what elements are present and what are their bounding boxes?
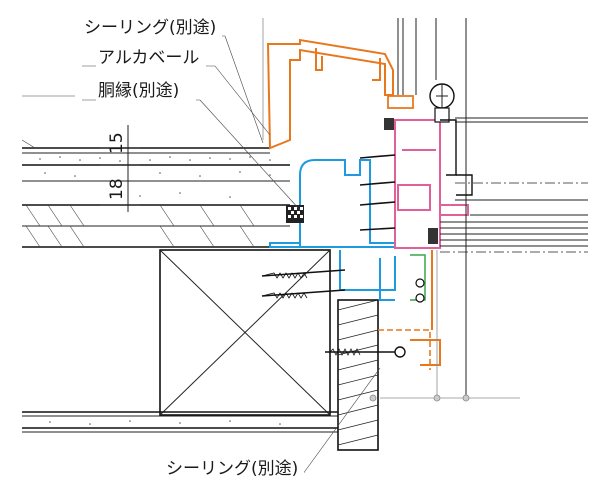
- aluminum-bevel-frame: [266, 38, 441, 370]
- mortar-hatch-mid: [44, 171, 271, 198]
- screw-4: [359, 154, 396, 231]
- dimension-15: 15: [107, 132, 127, 154]
- glazing-lines: [262, 18, 588, 402]
- label-aluminum-bevel: アルカベール: [98, 48, 199, 68]
- trim-piece: [337, 299, 379, 451]
- mortar-hatch-top: [39, 156, 271, 162]
- screw-2: [261, 289, 346, 299]
- sealant-block: [286, 205, 304, 223]
- handle-knob: [387, 83, 455, 123]
- label-sealing-top: シーリング(別途): [84, 18, 216, 38]
- gaskets: [384, 118, 473, 244]
- screw-3: [325, 348, 400, 356]
- pink-sash: [394, 119, 469, 249]
- timber-post: [22, 249, 340, 433]
- screws: [261, 154, 425, 358]
- labels: シーリング(別途) アルカベール 胴縁(別途) シーリング(別途): [82, 18, 304, 479]
- dimension-18: 18: [107, 178, 127, 200]
- wall-layers: [21, 95, 290, 248]
- board-hatch: [25, 204, 255, 248]
- screw-1: [261, 269, 346, 279]
- green-bracket: [410, 254, 426, 301]
- label-sealing-bottom: シーリング(別途): [166, 459, 298, 479]
- dimension-group: 15 18: [100, 125, 140, 212]
- label-trim: 胴縁(別途): [98, 81, 179, 101]
